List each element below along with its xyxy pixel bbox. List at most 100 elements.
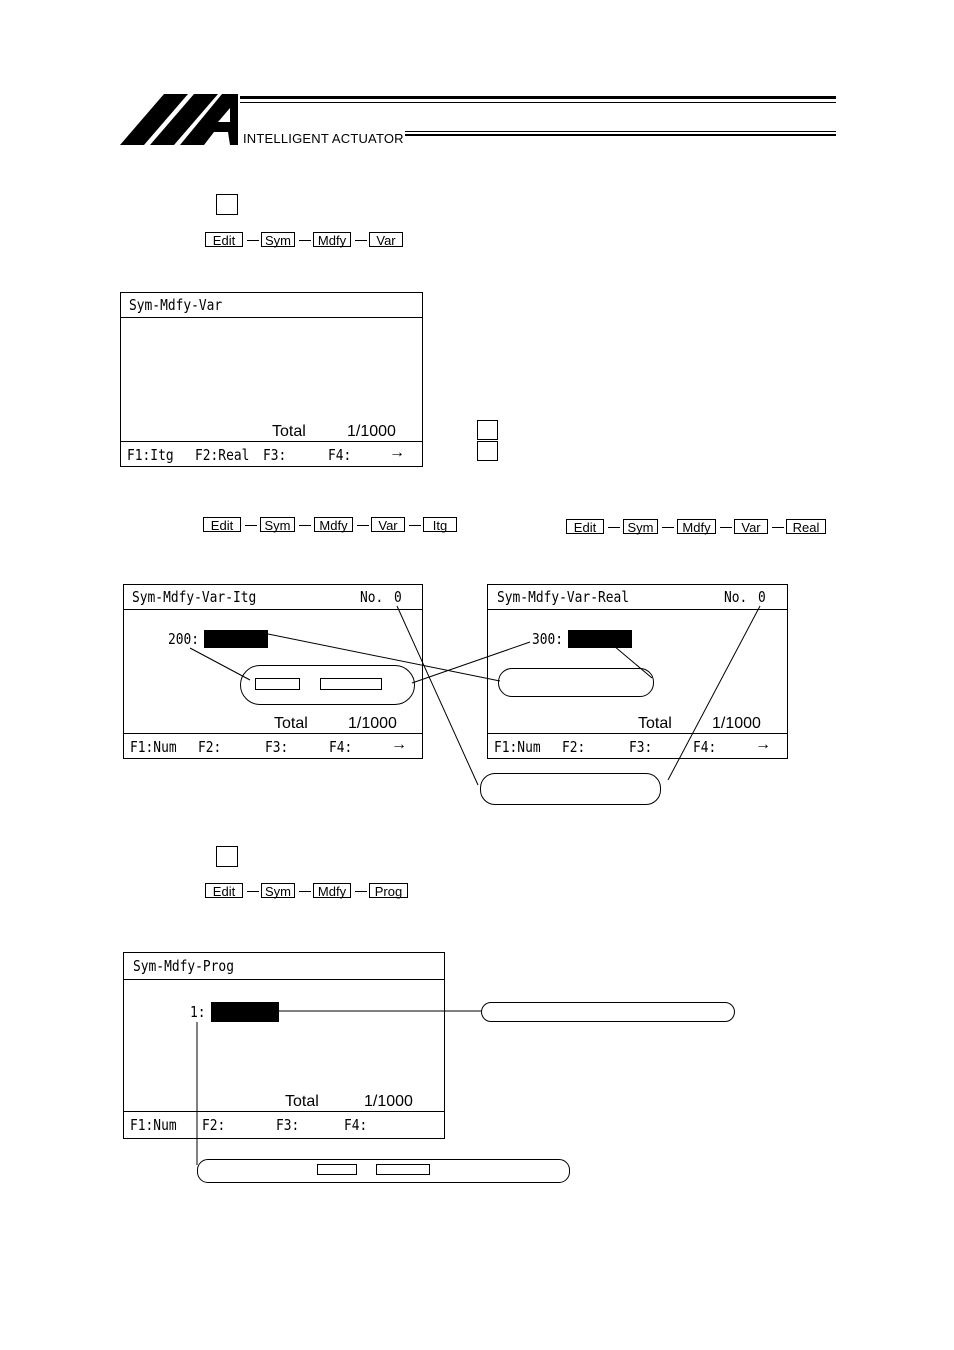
f3[interactable]: F3: xyxy=(263,446,287,464)
side-box-lower xyxy=(477,441,498,461)
arrow-right-icon[interactable]: → xyxy=(391,736,407,753)
f4[interactable]: F4: xyxy=(329,738,353,756)
function-key-bar: F1:Num F2: F3: F4: xyxy=(124,1111,444,1138)
key-separator xyxy=(299,240,311,241)
key-separator xyxy=(299,891,311,892)
panel-title: Sym-Mdfy-Var xyxy=(129,296,223,314)
no-value: 0 xyxy=(758,588,766,606)
f2[interactable]: F2: xyxy=(562,738,586,756)
callout-inline-box xyxy=(320,678,382,690)
iai-logo xyxy=(120,94,238,145)
header-rule-bottom xyxy=(405,134,836,136)
side-box-upper xyxy=(477,420,498,440)
no-label: No. xyxy=(724,588,748,606)
total-label: Total xyxy=(638,715,672,732)
key-separator xyxy=(247,891,259,892)
total-value: 1/1000 xyxy=(712,715,761,732)
key-sym[interactable]: Sym xyxy=(260,517,295,533)
key-var[interactable]: Var xyxy=(369,232,403,248)
callout-prog-name xyxy=(481,1002,735,1022)
f3[interactable]: F3: xyxy=(265,738,289,756)
f1-num[interactable]: F1:Num xyxy=(494,738,541,756)
key-path-real: Edit Sym Mdfy Var Real xyxy=(566,519,828,535)
key-sym[interactable]: Sym xyxy=(261,883,295,899)
function-key-bar: F1:Num F2: F3: F4: → xyxy=(488,733,787,758)
key-path-var: Edit Sym Mdfy Var xyxy=(205,232,405,248)
arrow-right-icon[interactable]: → xyxy=(389,444,405,461)
f4[interactable]: F4: xyxy=(344,1116,368,1134)
panel-title-bar: Sym-Mdfy-Var xyxy=(121,293,422,318)
arrow-right-icon[interactable]: → xyxy=(755,736,771,753)
total-label: Total xyxy=(285,1093,319,1110)
key-separator xyxy=(608,527,620,528)
entry-label: 300: xyxy=(532,630,564,648)
key-path-itg: Edit Sym Mdfy Var Itg xyxy=(203,517,459,533)
checkbox-square xyxy=(216,194,238,215)
f4[interactable]: F4: xyxy=(328,446,352,464)
callout-inline-box xyxy=(317,1164,357,1175)
key-mdfy[interactable]: Mdfy xyxy=(314,517,353,533)
header-rule-bottom-thin xyxy=(405,131,836,132)
key-mdfy[interactable]: Mdfy xyxy=(677,519,716,535)
key-separator xyxy=(245,525,257,526)
f4[interactable]: F4: xyxy=(693,738,717,756)
total-label: Total xyxy=(274,715,308,732)
key-separator xyxy=(662,527,674,528)
total-value: 1/1000 xyxy=(347,423,396,440)
key-edit[interactable]: Edit xyxy=(566,519,604,535)
f3[interactable]: F3: xyxy=(276,1116,300,1134)
f1-itg[interactable]: F1:Itg xyxy=(127,446,174,464)
key-var[interactable]: Var xyxy=(734,519,768,535)
f1-num[interactable]: F1:Num xyxy=(130,738,177,756)
key-sym[interactable]: Sym xyxy=(623,519,658,535)
key-edit[interactable]: Edit xyxy=(205,232,243,248)
key-mdfy[interactable]: Mdfy xyxy=(313,883,351,899)
key-edit[interactable]: Edit xyxy=(203,517,241,533)
panel-title-bar: Sym-Mdfy-Var-Itg No. 0 xyxy=(124,585,422,610)
name-input-cursor[interactable] xyxy=(204,630,268,648)
name-input-cursor[interactable] xyxy=(568,630,632,648)
key-sym[interactable]: Sym xyxy=(261,232,295,248)
brand-text: INTELLIGENT ACTUATOR xyxy=(243,131,404,146)
key-separator xyxy=(357,525,369,526)
f3[interactable]: F3: xyxy=(629,738,653,756)
total-value: 1/1000 xyxy=(348,715,397,732)
panel-title: Sym-Mdfy-Prog xyxy=(133,957,234,975)
callout-number xyxy=(480,773,661,805)
key-real[interactable]: Real xyxy=(786,519,826,535)
total-value: 1/1000 xyxy=(364,1093,413,1110)
no-value: 0 xyxy=(394,588,402,606)
key-separator xyxy=(355,240,367,241)
key-var[interactable]: Var xyxy=(371,517,405,533)
name-input-cursor[interactable] xyxy=(211,1002,279,1022)
key-path-prog: Edit Sym Mdfy Prog xyxy=(205,883,410,899)
checkbox-square xyxy=(216,846,238,867)
f2[interactable]: F2: xyxy=(202,1116,226,1134)
key-edit[interactable]: Edit xyxy=(205,883,243,899)
f2[interactable]: F2: xyxy=(198,738,222,756)
callout-inline-box xyxy=(376,1164,430,1175)
key-separator xyxy=(409,525,421,526)
panel-title: Sym-Mdfy-Var-Itg xyxy=(132,588,257,606)
function-key-bar: F1:Itg F2:Real F3: F4: → xyxy=(121,441,422,466)
key-mdfy[interactable]: Mdfy xyxy=(313,232,351,248)
key-separator xyxy=(355,891,367,892)
panel-title: Sym-Mdfy-Var-Real xyxy=(497,588,630,606)
panel-title-bar: Sym-Mdfy-Var-Real No. 0 xyxy=(488,585,787,610)
total-label: Total xyxy=(272,423,306,440)
key-separator xyxy=(720,527,732,528)
key-separator xyxy=(772,527,784,528)
header-rule-top xyxy=(240,96,836,99)
callout-inline-box xyxy=(255,678,300,690)
key-prog[interactable]: Prog xyxy=(369,883,408,899)
key-itg[interactable]: Itg xyxy=(423,517,457,533)
f1-num[interactable]: F1:Num xyxy=(130,1116,177,1134)
no-label: No. xyxy=(360,588,384,606)
callout-real-name xyxy=(498,668,654,697)
entry-label: 200: xyxy=(168,630,200,648)
header-rule-top-thin xyxy=(240,102,836,103)
function-key-bar: F1:Num F2: F3: F4: → xyxy=(124,733,422,758)
lcd-panel-var: Sym-Mdfy-Var Total 1/1000 F1:Itg F2:Real… xyxy=(120,292,423,467)
entry-label: 1: xyxy=(190,1003,206,1021)
f2-real[interactable]: F2:Real xyxy=(195,446,250,464)
